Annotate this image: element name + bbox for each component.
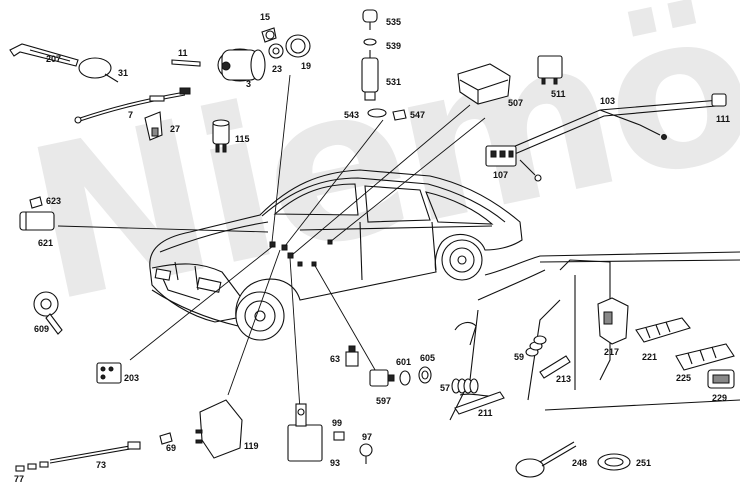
label-605: 605 — [420, 353, 436, 363]
part-59-sleeve — [525, 335, 547, 357]
part-93-relay — [287, 403, 323, 462]
part-97-screw — [359, 443, 373, 464]
part-203-relay — [96, 362, 122, 384]
leader-lines — [57, 74, 486, 411]
label-229: 229 — [712, 393, 728, 403]
part-623-bulb — [29, 196, 43, 209]
label-27: 27 — [170, 124, 181, 134]
label-15: 15 — [260, 12, 271, 22]
part-7-cable — [74, 87, 191, 124]
label-93: 93 — [330, 458, 341, 468]
part-609-horn — [33, 291, 63, 335]
label-57: 57 — [440, 383, 451, 393]
part-57-grommet — [451, 378, 479, 394]
label-597: 597 — [376, 396, 392, 406]
label-248: 248 — [572, 458, 588, 468]
part-535-cap — [362, 9, 378, 30]
label-225: 225 — [676, 373, 692, 383]
part-601-ring — [399, 370, 411, 386]
part-103-wiring-harness — [505, 99, 721, 182]
label-623: 623 — [46, 196, 62, 206]
part-207-strap — [9, 43, 79, 67]
label-213: 213 — [556, 374, 572, 384]
part-77-terminal — [15, 461, 49, 472]
part-213-hose — [539, 355, 571, 379]
label-115: 115 — [235, 134, 250, 144]
part-15-bulb — [261, 27, 277, 43]
label-543: 543 — [344, 110, 360, 120]
part-251-clip — [597, 453, 631, 471]
part-107-plug — [485, 145, 517, 167]
part-225-fuse-block — [675, 343, 735, 371]
label-507: 507 — [508, 98, 524, 108]
part-221-fuse-block — [635, 317, 691, 343]
label-99: 99 — [332, 418, 343, 428]
label-11: 11 — [178, 48, 188, 58]
label-63: 63 — [330, 354, 341, 364]
label-107: 107 — [493, 170, 509, 180]
part-99-clip — [333, 431, 345, 441]
door-interior-illustration — [449, 251, 740, 421]
label-609: 609 — [34, 324, 50, 334]
label-19: 19 — [301, 61, 312, 71]
label-621: 621 — [38, 238, 54, 248]
label-511: 511 — [551, 89, 566, 99]
label-221: 221 — [642, 352, 658, 362]
label-547: 547 — [410, 110, 426, 120]
label-601: 601 — [396, 357, 412, 367]
part-531-switch — [361, 50, 379, 101]
label-111: 111 — [716, 114, 731, 124]
label-207: 207 — [46, 54, 62, 64]
part-31-cable-clamp — [78, 57, 119, 83]
part-73-wire — [49, 441, 141, 464]
part-511-relay — [537, 55, 563, 85]
part-23-ring — [268, 43, 284, 59]
part-217-holder — [597, 297, 629, 345]
label-23: 23 — [272, 64, 283, 74]
part-19-cup — [285, 34, 311, 58]
label-3: 3 — [246, 79, 252, 89]
part-539-washer — [363, 38, 377, 46]
part-63-switch — [345, 345, 359, 367]
part-621-side-lamp — [19, 211, 55, 231]
label-539: 539 — [386, 41, 402, 51]
label-7: 7 — [128, 110, 134, 120]
part-248-cable-tie — [515, 441, 577, 478]
label-531: 531 — [386, 77, 402, 87]
part-597-socket — [369, 369, 395, 387]
label-59: 59 — [514, 352, 525, 362]
part-211-hose — [454, 391, 505, 415]
label-217: 217 — [604, 347, 620, 357]
label-77: 77 — [14, 474, 25, 484]
label-119: 119 — [244, 441, 259, 451]
part-69-bulb — [159, 432, 173, 445]
car-illustration — [149, 169, 523, 341]
label-103: 103 — [600, 96, 616, 106]
part-11-pin — [171, 59, 201, 67]
part-605-ring — [418, 366, 432, 384]
part-111-connector — [711, 93, 727, 107]
label-73: 73 — [96, 460, 107, 470]
part-27-bracket — [144, 111, 163, 141]
label-211: 211 — [478, 408, 493, 418]
part-229-cover — [707, 369, 735, 389]
part-543-nut — [367, 108, 387, 118]
label-251: 251 — [636, 458, 652, 468]
label-69: 69 — [166, 443, 177, 453]
label-97: 97 — [362, 432, 373, 442]
label-31: 31 — [118, 68, 129, 78]
label-535: 535 — [386, 17, 402, 27]
part-547-bulb — [392, 109, 407, 121]
part-115-socket — [212, 119, 230, 153]
part-507-control-unit — [457, 63, 511, 105]
label-203: 203 — [124, 373, 140, 383]
part-119-switch — [195, 399, 243, 459]
part-3-motor — [217, 48, 266, 82]
